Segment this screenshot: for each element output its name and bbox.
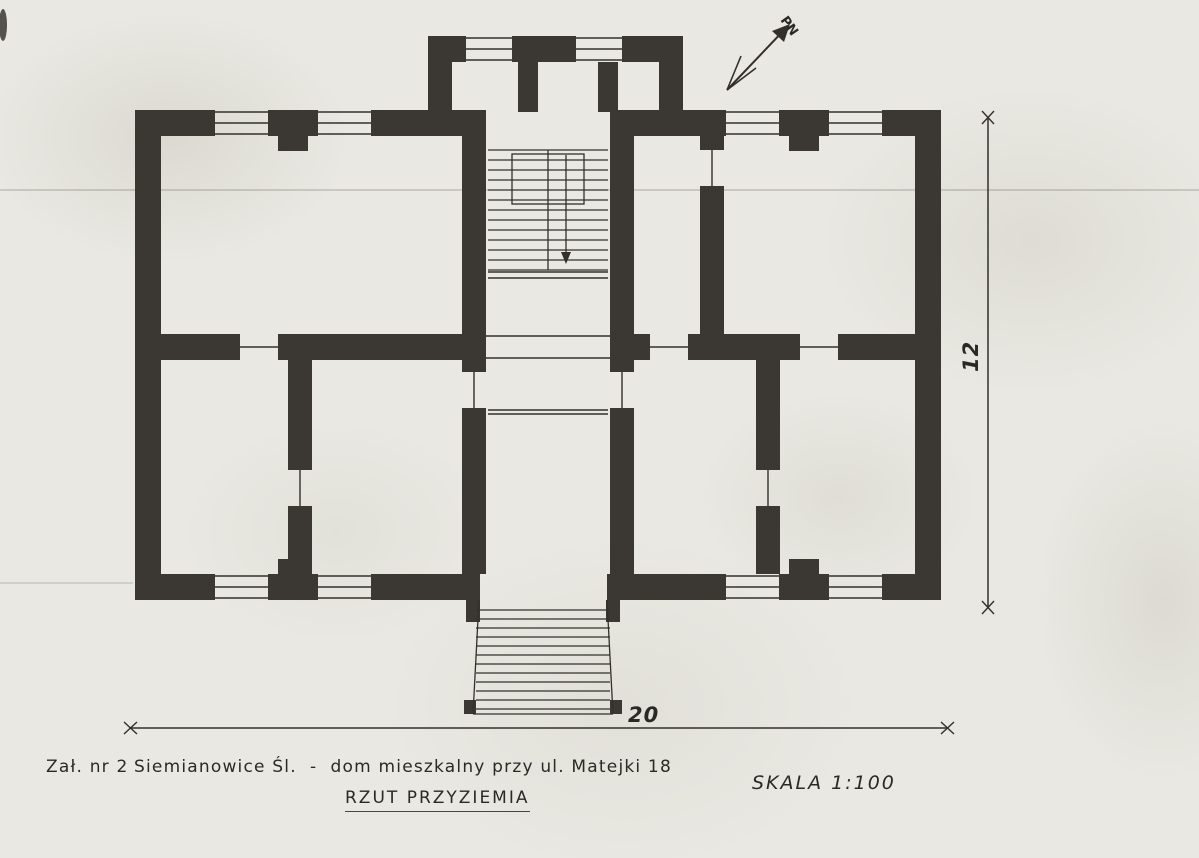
- dimension-width-label: 20: [628, 703, 659, 727]
- door-openings: [240, 150, 838, 506]
- stair-direction-arrowhead: [561, 252, 571, 264]
- entrance-steps-sides: [472, 599, 614, 715]
- stair-well-outline: [511, 153, 585, 205]
- dimension-line-height: [981, 110, 995, 615]
- caption-attachment: Zał. nr 2: [46, 757, 129, 777]
- plan-title: RZUT PRZYZIEMIA: [345, 788, 530, 812]
- openings-and-details: [215, 37, 882, 599]
- entrance-steps-treads: [476, 609, 610, 710]
- walls: [135, 36, 941, 714]
- dimension-height-label: 12: [959, 341, 983, 372]
- window-lines-bay: [466, 37, 622, 61]
- north-arrow-icon: [726, 24, 790, 91]
- dimension-line-width: [123, 721, 955, 735]
- entrance-steps: [472, 599, 614, 715]
- window-lines-bottom-wall: [215, 575, 882, 599]
- landing-edge: [488, 271, 608, 279]
- caption-subject: Siemianowice Śl. - dom mieszkalny przy u…: [134, 757, 672, 777]
- corridor-threshold: [488, 409, 608, 415]
- window-lines-top-wall: [215, 111, 882, 135]
- scale-label: SKALA 1:100: [752, 772, 896, 794]
- staircase: [488, 149, 608, 271]
